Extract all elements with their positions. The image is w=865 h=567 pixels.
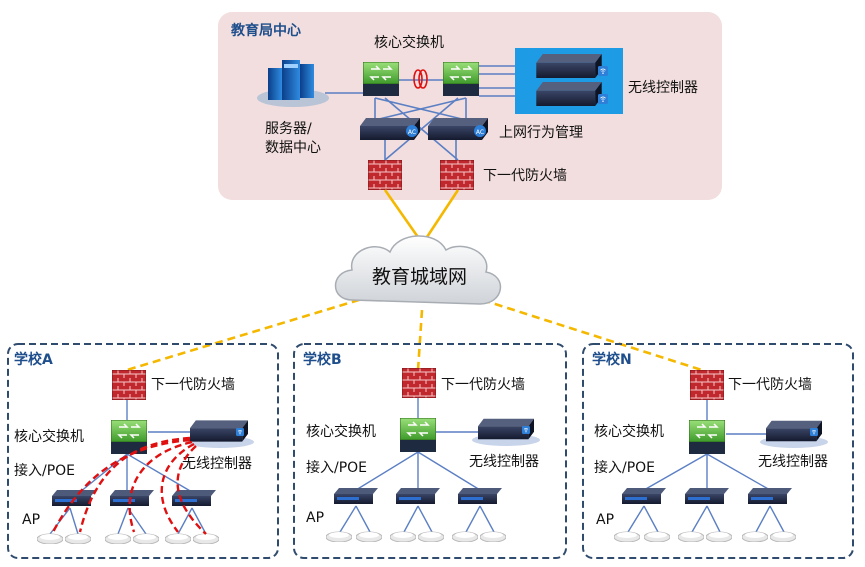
school-n-core-switch-icon <box>689 420 725 454</box>
wan-links <box>383 189 460 241</box>
school-n-firewall-icon <box>690 370 724 400</box>
center-firewall-1-icon <box>368 160 402 190</box>
school-n-ap-4-icon <box>706 531 732 542</box>
school-b-access-switch-1-icon <box>334 488 378 504</box>
metro-network-cloud-icon <box>334 235 502 305</box>
school-n-ap-6-icon <box>770 531 796 542</box>
behavior-mgmt-label: 上网行为管理 <box>499 125 583 141</box>
svg-text:AC: AC <box>476 129 484 136</box>
center-title: 教育局中心 <box>231 22 301 39</box>
server-datacenter-icon <box>257 60 329 107</box>
school-a-ap-2-icon <box>65 533 91 544</box>
school-a-panel: 学校A 下一代防火墙 核心交换机 无线控制器 接入/POE AP <box>7 343 279 559</box>
school-n-firewall-label: 下一代防火墙 <box>728 377 812 393</box>
school-b-wireless-controller-label: 无线控制器 <box>469 454 539 470</box>
school-a-wireless-controller-icon <box>186 420 254 448</box>
behavior-mgmt-device-1-icon: AC <box>360 118 420 140</box>
center-core-switch-1-icon <box>363 62 399 96</box>
school-a-ap-label: AP <box>22 512 40 528</box>
school-a-ap-6-icon <box>193 533 219 544</box>
school-n-ap-label: AP <box>596 512 614 528</box>
school-b-wireless-controller-icon <box>472 418 540 446</box>
svg-text:AC: AC <box>408 129 416 136</box>
school-b-ap-4-icon <box>418 531 444 542</box>
school-b-ap-2-icon <box>356 531 382 542</box>
school-n-ap-5-icon <box>742 531 768 542</box>
center-firewall-2-icon <box>440 160 474 190</box>
school-b-panel: 学校B 下一代防火墙 核心交换机 无线控制器 接入/POE AP <box>293 343 567 559</box>
school-b-ap-1-icon <box>326 531 352 542</box>
school-a-core-switch-label: 核心交换机 <box>14 428 84 445</box>
school-n-title: 学校N <box>592 351 632 368</box>
school-n-ap-3-icon <box>678 531 704 542</box>
school-a-wireless-tunnels <box>50 436 207 535</box>
school-a-firewall-label: 下一代防火墙 <box>151 377 235 393</box>
center-links <box>325 65 530 161</box>
school-b-access-switch-2-icon <box>396 488 440 504</box>
school-b-ap-label: AP <box>306 510 324 526</box>
school-n-core-switch-label: 核心交换机 <box>594 423 664 440</box>
center-core-switch-2-icon <box>443 62 479 96</box>
center-core-switch-label: 核心交换机 <box>374 34 444 51</box>
school-n-access-switch-3-icon <box>748 488 792 504</box>
school-a-title: 学校A <box>14 351 53 368</box>
school-b-firewall-icon <box>402 368 436 398</box>
center-wireless-controller-icon <box>515 48 623 114</box>
stack-link-icon <box>413 69 428 89</box>
school-a-firewall-icon <box>112 370 146 400</box>
school-n-panel: 学校N 下一代防火墙 核心交换机 无线控制器 接入/POE AP <box>582 343 854 559</box>
school-a-access-label: 接入/POE <box>14 462 75 479</box>
school-n-access-switch-2-icon <box>685 488 729 504</box>
center-wireless-controller-label: 无线控制器 <box>628 80 698 96</box>
school-n-ap-1-icon <box>614 531 640 542</box>
school-b-core-switch-label: 核心交换机 <box>306 423 376 440</box>
school-a-ap-1-icon <box>37 533 63 544</box>
school-b-ap-6-icon <box>480 531 506 542</box>
school-n-wireless-controller-icon <box>760 420 828 448</box>
school-uplinks <box>126 294 709 374</box>
school-n-access-switch-1-icon <box>622 488 666 504</box>
school-a-access-switch-3-icon <box>172 490 216 506</box>
school-n-wireless-controller-label: 无线控制器 <box>758 454 828 470</box>
school-b-ap-5-icon <box>452 531 478 542</box>
behavior-mgmt-device-2-icon: AC <box>428 118 488 140</box>
servers-label-line2: 数据中心 <box>265 140 321 156</box>
school-b-access-label: 接入/POE <box>306 459 367 476</box>
school-n-ap-2-icon <box>644 531 670 542</box>
school-b-title: 学校B <box>303 351 342 368</box>
school-a-ap-4-icon <box>133 533 159 544</box>
school-n-access-label: 接入/POE <box>594 459 655 476</box>
school-b-firewall-label: 下一代防火墙 <box>441 377 525 393</box>
servers-label-line1: 服务器/ <box>265 121 312 137</box>
school-b-ap-3-icon <box>390 531 416 542</box>
school-a-ap-3-icon <box>105 533 131 544</box>
school-a-ap-5-icon <box>165 533 191 544</box>
school-a-wireless-controller-label: 无线控制器 <box>182 456 252 472</box>
metro-network-label: 教育城域网 <box>372 266 467 288</box>
school-b-core-switch-icon <box>400 418 436 452</box>
school-b-access-switch-3-icon <box>458 488 502 504</box>
center-firewall-label: 下一代防火墙 <box>483 168 567 184</box>
